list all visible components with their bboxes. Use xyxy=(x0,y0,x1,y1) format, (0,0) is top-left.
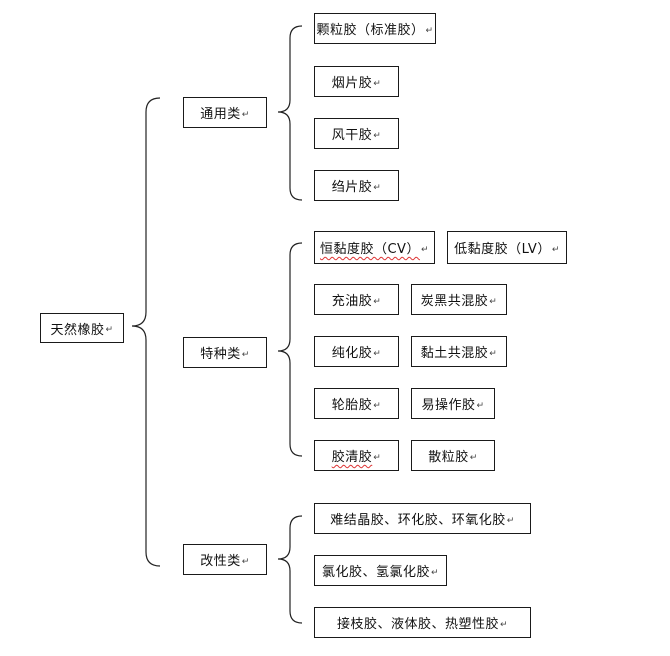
paragraph-mark: ↵ xyxy=(373,130,382,141)
item-node: 风干胶↵ xyxy=(314,118,399,149)
item-label: 接枝胶、液体胶、热塑性胶 xyxy=(336,617,499,632)
item-node: 散粒胶↵ xyxy=(411,440,495,471)
category-label: 改性类 xyxy=(200,554,241,569)
item-label: 烟片胶 xyxy=(331,76,373,91)
item-label: 氯化胶、氢氯化胶 xyxy=(321,565,430,580)
item-label: 纯化胶 xyxy=(331,346,373,361)
item-label: 黏土共混胶 xyxy=(420,346,489,361)
item-label: 胶清胶 xyxy=(331,450,373,465)
category-label: 特种类 xyxy=(200,347,241,362)
paragraph-mark: ↵ xyxy=(241,349,250,360)
item-node: 恒黏度胶（CV）↵ xyxy=(314,231,435,264)
item-node: 烟片胶↵ xyxy=(314,66,399,97)
item-node: 难结晶胶、环化胶、环氧化胶↵ xyxy=(314,503,531,534)
item-node: 轮胎胶↵ xyxy=(314,388,399,419)
paragraph-mark: ↵ xyxy=(105,325,114,335)
item-node: 黏土共混胶↵ xyxy=(411,336,507,367)
item-node: 炭黑共混胶↵ xyxy=(411,284,507,315)
paragraph-mark: ↵ xyxy=(373,182,382,193)
category-modified: 改性类↵ xyxy=(183,544,267,575)
paragraph-mark: ↵ xyxy=(489,348,498,359)
item-label: 绉片胶 xyxy=(331,180,373,195)
paragraph-mark: ↵ xyxy=(420,244,430,255)
category-label: 通用类 xyxy=(200,107,241,122)
item-label: 风干胶 xyxy=(331,128,373,143)
item-label: 炭黑共混胶 xyxy=(420,294,489,309)
item-label: 易操作胶 xyxy=(421,398,476,413)
paragraph-mark: ↵ xyxy=(373,452,382,463)
paragraph-mark: ↵ xyxy=(476,400,485,411)
item-label: 充油胶 xyxy=(331,294,373,309)
general-brace xyxy=(277,25,303,201)
item-node: 低黏度胶（LV）↵ xyxy=(447,231,567,264)
item-label: 恒黏度胶（CV） xyxy=(319,242,420,257)
paragraph-mark: ↵ xyxy=(373,348,382,359)
item-node: 颗粒胶（标准胶）↵ xyxy=(314,13,436,44)
paragraph-mark: ↵ xyxy=(506,515,515,526)
paragraph-mark: ↵ xyxy=(373,296,382,307)
paragraph-mark: ↵ xyxy=(430,567,440,578)
category-special: 特种类↵ xyxy=(183,337,267,368)
item-node: 易操作胶↵ xyxy=(411,388,495,419)
paragraph-mark: ↵ xyxy=(469,452,478,463)
item-label: 颗粒胶（标准胶） xyxy=(316,23,425,38)
root-brace xyxy=(131,97,161,567)
item-node: 纯化胶↵ xyxy=(314,336,399,367)
modified-brace xyxy=(277,515,303,624)
item-node: 接枝胶、液体胶、热塑性胶↵ xyxy=(314,607,531,638)
item-node: 绉片胶↵ xyxy=(314,170,399,201)
root-label: 天然橡胶 xyxy=(50,322,105,338)
item-node: 胶清胶↵ xyxy=(314,440,399,471)
paragraph-mark: ↵ xyxy=(241,556,250,567)
paragraph-mark: ↵ xyxy=(499,619,509,630)
paragraph-mark: ↵ xyxy=(489,296,498,307)
special-brace xyxy=(277,242,303,457)
category-general: 通用类↵ xyxy=(183,97,267,128)
paragraph-mark: ↵ xyxy=(425,25,434,36)
paragraph-mark: ↵ xyxy=(373,400,382,411)
item-label: 难结晶胶、环化胶、环氧化胶 xyxy=(330,513,506,528)
root-node: 天然橡胶↵ xyxy=(40,313,124,343)
item-label: 轮胎胶 xyxy=(331,398,373,413)
item-node: 氯化胶、氢氯化胶↵ xyxy=(314,555,447,586)
item-node: 充油胶↵ xyxy=(314,284,399,315)
item-label: 低黏度胶（LV） xyxy=(454,242,551,257)
paragraph-mark: ↵ xyxy=(373,78,382,89)
paragraph-mark: ↵ xyxy=(551,244,560,255)
item-label: 散粒胶 xyxy=(428,450,469,465)
paragraph-mark: ↵ xyxy=(241,109,250,120)
